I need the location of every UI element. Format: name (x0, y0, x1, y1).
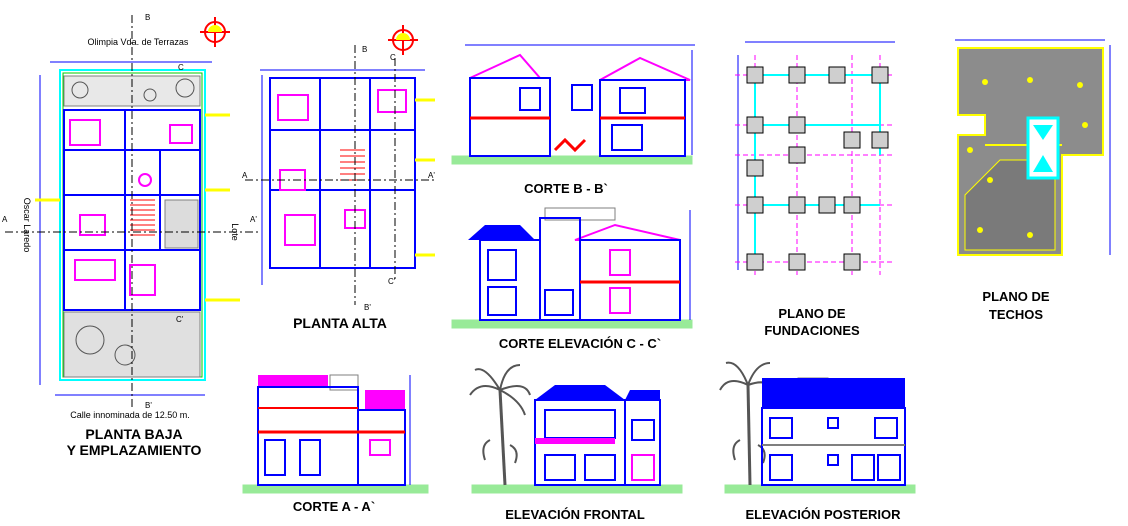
pa-mark-c-prime: C' (388, 277, 396, 286)
pa-mark-b: B (362, 45, 367, 54)
street-top-label: Olimpia Vda. de Terrazas (88, 37, 189, 47)
corte-aa-title: CORTE A - A` (293, 499, 375, 514)
section-mark-c-bottom: C' (176, 315, 184, 324)
corte-elevacion-drawing (451, 207, 693, 329)
street-left-label: Oscar Laredo (22, 198, 32, 253)
elevacion-posterior-drawing (719, 361, 916, 494)
corte-aa-drawing (242, 374, 429, 494)
elevacion-frontal-title: ELEVACIÓN FRONTAL (505, 507, 645, 522)
pa-mark-a-prime: A' (428, 171, 435, 180)
lote-label: Lote (230, 223, 240, 241)
emplazamiento-title: Y EMPLAZAMIENTO (67, 442, 202, 458)
corte-bb-title: CORTE B - B` (524, 181, 608, 196)
section-mark-a-left: A (2, 215, 8, 224)
elevacion-posterior-title: ELEVACIÓN POSTERIOR (745, 507, 901, 522)
street-bottom-label: Calle innominada de 12.50 m. (70, 410, 190, 420)
section-mark-b-top: B (145, 13, 150, 22)
plano-fundaciones-drawing (735, 41, 895, 275)
plano-techos-title-1: PLANO DE (982, 289, 1050, 304)
elevacion-frontal-drawing (469, 364, 683, 494)
planta-alta-title: PLANTA ALTA (293, 315, 387, 331)
corte-elevacion-title: CORTE ELEVACIÓN C - C` (499, 336, 661, 351)
plano-techos-title-2: TECHOS (989, 307, 1044, 322)
pa-mark-c: C (390, 53, 396, 62)
planta-baja-title: PLANTA BAJA (85, 426, 182, 442)
pa-mark-b-prime: B' (364, 303, 371, 312)
plano-techos-drawing (955, 39, 1111, 256)
corte-bb-drawing (451, 44, 695, 165)
section-mark-a-right: A' (250, 215, 257, 224)
planta-baja-drawing (5, 15, 260, 410)
planta-alta-drawing (245, 25, 435, 305)
section-mark-b-bottom: B' (145, 401, 152, 410)
plano-fund-title-2: FUNDACIONES (764, 323, 860, 338)
plano-fund-title-1: PLANO DE (778, 306, 846, 321)
section-mark-c-top: C (178, 63, 184, 72)
pa-mark-a: A (242, 171, 248, 180)
